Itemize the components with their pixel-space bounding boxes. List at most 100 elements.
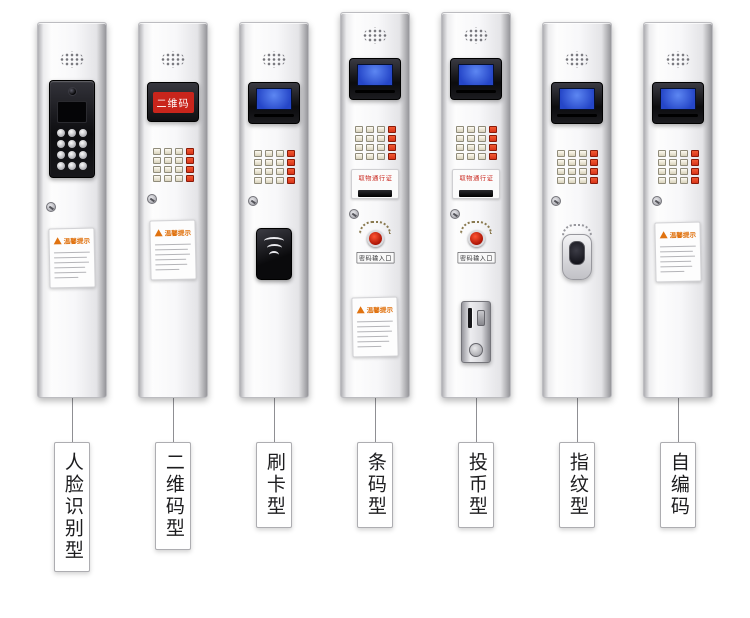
- keypad-key: [679, 177, 688, 184]
- keypad-key: [578, 150, 587, 157]
- warning-text-line: [357, 345, 382, 348]
- keypad-key: [668, 159, 677, 166]
- keypad-key-red: [690, 168, 699, 175]
- password-entry-label: 密码输入口: [356, 252, 394, 264]
- intercom-keypad: [57, 129, 87, 170]
- keypad-key: [275, 177, 284, 184]
- keypad-key-red: [286, 168, 295, 175]
- keypad-key: [477, 126, 486, 133]
- warning-text-line: [659, 250, 694, 253]
- keypad-key: [657, 177, 666, 184]
- warning-triangle-icon: [356, 306, 365, 314]
- keypad-key: [376, 135, 385, 142]
- keypad-key: [152, 175, 161, 182]
- qr-code-display: 二维码: [147, 82, 199, 122]
- panel-coin: 取物通行证密码输入口: [441, 12, 511, 398]
- warning-sticker: 温馨提示: [654, 221, 702, 283]
- warning-text-line: [357, 335, 388, 338]
- keypad-key: [567, 177, 576, 184]
- keypad-key-red: [387, 144, 396, 151]
- keypad-key: [163, 148, 172, 155]
- keypad-key: [668, 168, 677, 175]
- card-slot: [658, 114, 698, 117]
- warning-text-line: [53, 251, 90, 254]
- pickup-pass-label: 取物通行证: [357, 175, 393, 183]
- panel-column-self-coding: 温馨提示自编码: [642, 0, 714, 528]
- keypad-key: [578, 177, 587, 184]
- warning-text-line: [54, 271, 87, 274]
- warning-triangle-icon: [53, 237, 62, 245]
- intercom-screen: [57, 101, 87, 123]
- keypad-key: [556, 150, 565, 157]
- keypad-key: [477, 144, 486, 151]
- lcd-display: [652, 82, 704, 124]
- keypad-key: [264, 168, 273, 175]
- keypad-key: [354, 153, 363, 160]
- panel-card-swipe: [239, 22, 309, 398]
- camera-lens-icon: [67, 87, 77, 96]
- keypad-key-red: [185, 175, 194, 182]
- speaker-grill-icon: [464, 27, 488, 44]
- card-slot: [456, 90, 496, 93]
- keypad-key: [163, 157, 172, 164]
- keypad-key: [253, 159, 262, 166]
- keypad-key: [455, 153, 464, 160]
- panel-column-coin: 取物通行证密码输入口投币型: [440, 0, 512, 528]
- lcd-screen: [256, 88, 292, 110]
- keypad-key-red: [589, 168, 598, 175]
- warning-text-line: [54, 261, 89, 264]
- keypad-key: [376, 126, 385, 133]
- intercom-unit: [49, 80, 95, 178]
- keypad-key: [253, 177, 262, 184]
- keypad-key: [668, 177, 677, 184]
- card-slot: [254, 114, 294, 117]
- keypad-key-red: [387, 135, 396, 142]
- warning-header: 温馨提示: [659, 227, 696, 243]
- keypad-key: [152, 157, 161, 164]
- keypad-key-red: [488, 153, 497, 160]
- keypad-key: [657, 168, 666, 175]
- speaker-grill-icon: [262, 51, 286, 68]
- lcd-display: [349, 58, 401, 100]
- panel-barcode: 取物通行证密码输入口温馨提示: [340, 12, 410, 398]
- type-label: 条码型: [357, 442, 393, 528]
- warning-text-line: [660, 265, 693, 268]
- keypad-key: [578, 168, 587, 175]
- contactless-wave-icon: [266, 244, 282, 252]
- warning-text-line: [356, 325, 391, 328]
- warning-title: 温馨提示: [63, 237, 91, 246]
- warning-text-line: [54, 276, 79, 279]
- fingerprint-body: [562, 234, 592, 280]
- warning-header: 温馨提示: [356, 302, 393, 318]
- type-label: 二维码型: [155, 442, 191, 550]
- keypad-key: [365, 153, 374, 160]
- password-entry-label: 密码输入口: [457, 252, 495, 264]
- warning-sticker: 温馨提示: [351, 296, 399, 358]
- cam-lock-keyhole: [248, 196, 258, 206]
- lcd-display: [450, 58, 502, 100]
- type-label: 人脸识别型: [54, 442, 90, 572]
- coin-return-button: [469, 343, 483, 357]
- warning-text-line: [357, 340, 390, 343]
- warning-text-line: [155, 268, 180, 271]
- label-connector-line: [475, 398, 477, 442]
- type-label: 自编码: [660, 442, 696, 528]
- warning-text-line: [155, 258, 186, 261]
- keypad-key-red: [387, 153, 396, 160]
- speaker-grill-icon: [363, 27, 387, 44]
- label-connector-line: [273, 398, 275, 442]
- keypad-key: [163, 175, 172, 182]
- keypad-key: [466, 153, 475, 160]
- panel-column-barcode: 取物通行证密码输入口温馨提示条码型: [339, 0, 411, 528]
- panel-column-card-swipe: 刷卡型: [238, 0, 310, 528]
- keypad-key: [264, 150, 273, 157]
- label-connector-line: [576, 398, 578, 442]
- card-slot: [557, 114, 597, 117]
- warning-header: 温馨提示: [53, 233, 91, 249]
- keypad-key-red: [589, 159, 598, 166]
- coin-slot: [468, 308, 472, 328]
- keypad-key-red: [690, 159, 699, 166]
- keypad: [455, 126, 497, 160]
- keypad-key: [253, 150, 262, 157]
- warning-text-line: [660, 255, 695, 258]
